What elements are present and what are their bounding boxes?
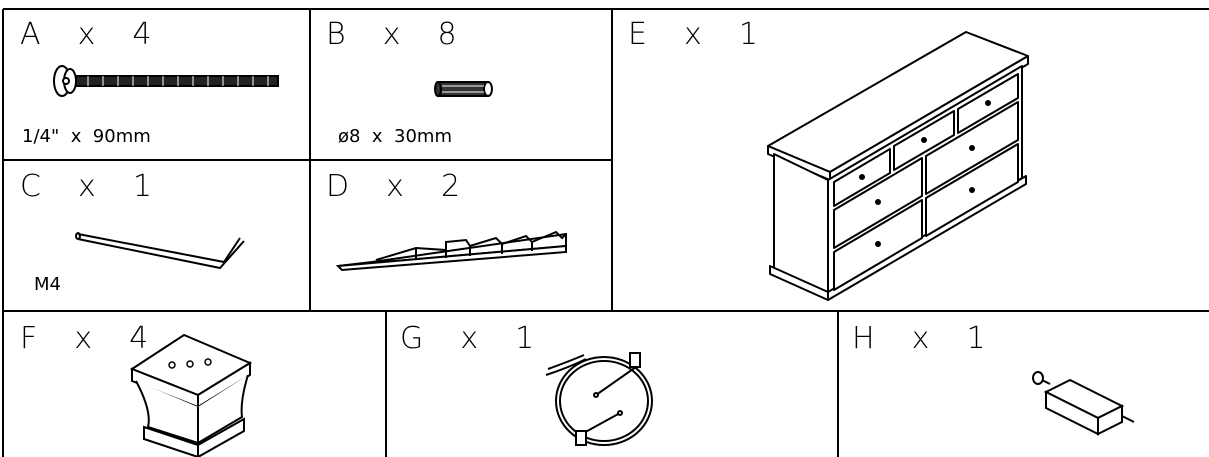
part-a-spec: 1/4" x 90mm (22, 126, 151, 147)
bolt-icon (53, 65, 279, 97)
part-c-spec: M4 (34, 274, 61, 295)
shim-wedge-icon (335, 230, 567, 272)
connector-bolt-icon (1032, 371, 1135, 436)
allen-key-icon (75, 232, 245, 270)
part-b-spec: ø8 x 30mm (338, 126, 452, 147)
part-b-label: B x 8 (326, 17, 463, 52)
part-h-label: H x 1 (852, 321, 992, 356)
part-c-label: C x 1 (20, 169, 158, 204)
part-f-label: F x 4 (20, 321, 155, 356)
wall-anchor-strap-icon (545, 352, 653, 446)
part-e-label: E x 1 (628, 17, 764, 52)
part-a-label: A x 4 (20, 17, 158, 52)
furniture-foot-icon (129, 333, 253, 457)
wooden-dowel-icon (434, 81, 493, 97)
part-d-label: D x 2 (326, 169, 467, 204)
part-g-label: G x 1 (400, 321, 541, 356)
dresser-icon (767, 31, 1029, 301)
